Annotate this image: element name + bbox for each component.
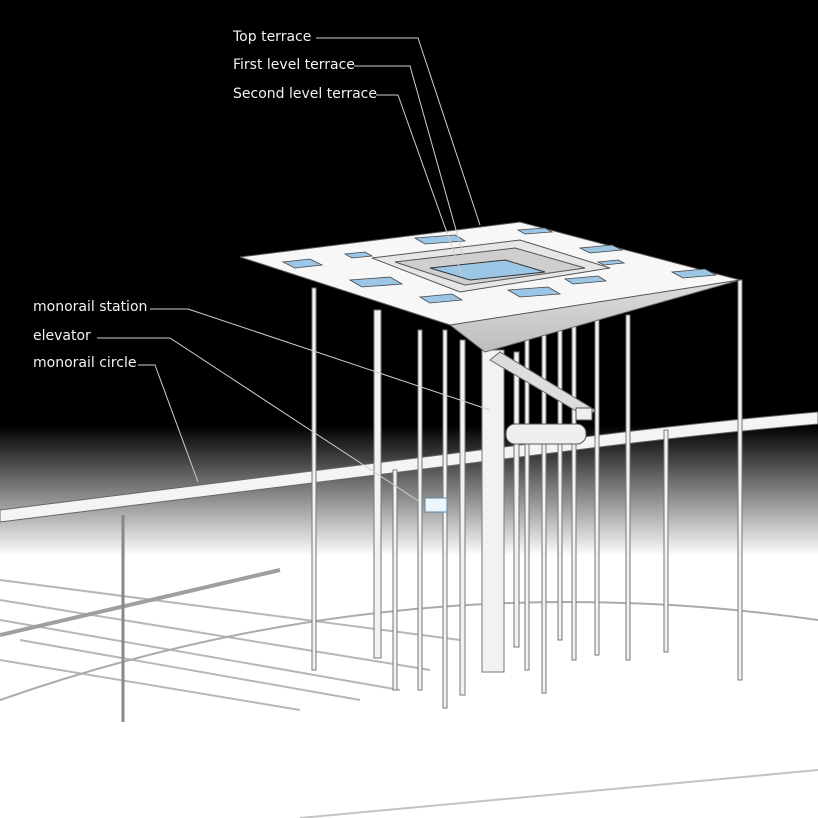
- ground-shadows: [0, 568, 818, 818]
- label-monorail-station: monorail station: [33, 299, 148, 315]
- skylights: [281, 227, 718, 304]
- columns: [311, 279, 743, 709]
- monorail-station: [489, 351, 596, 445]
- label-elevator: elevator: [33, 328, 91, 344]
- label-second-level-terrace: Second level terrace: [233, 86, 377, 102]
- leader-lines: [97, 37, 491, 503]
- terrace-platform: [239, 221, 741, 353]
- elevator: [424, 497, 448, 513]
- label-monorail-circle: monorail circle: [33, 355, 137, 371]
- label-first-level-terrace: First level terrace: [233, 57, 355, 73]
- monorail-circle: [0, 411, 818, 722]
- label-top-terrace: Top terrace: [233, 29, 312, 45]
